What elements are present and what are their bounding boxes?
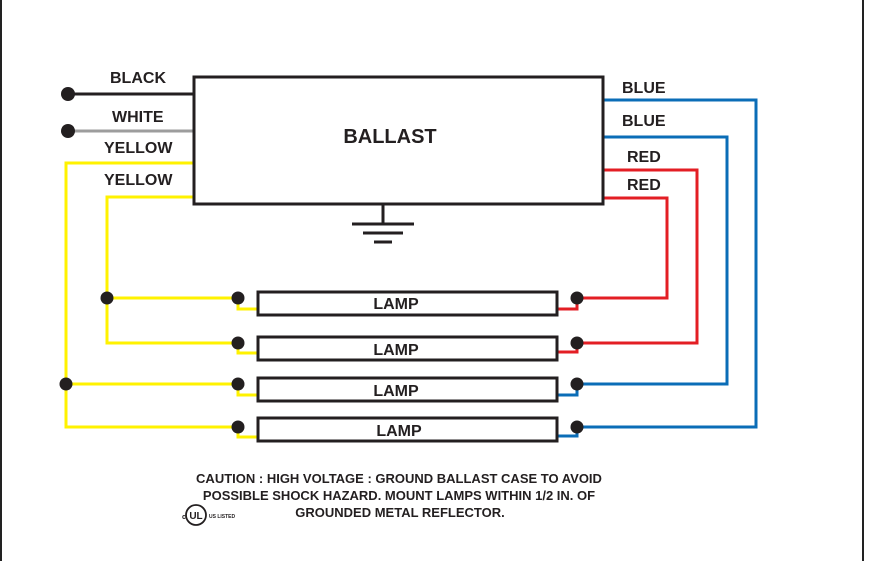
red-wire-1 — [557, 168, 699, 354]
ground-icon — [352, 204, 414, 244]
junction-dot-yellow-outer — [59, 377, 73, 391]
blue-wire-2 — [557, 135, 729, 397]
lamp-4: LAMP — [256, 416, 559, 443]
lamp-2-right-dot — [570, 336, 584, 350]
wire-label-white: WHITE — [112, 109, 164, 126]
lamp-label-3: LAMP — [373, 383, 419, 400]
lamp-3-left-dot — [231, 377, 245, 391]
terminal-dot-black — [61, 87, 75, 101]
red-wires — [557, 168, 699, 354]
yellow-wire-outer — [64, 161, 258, 439]
ul-c-mark: c — [182, 514, 186, 521]
lamp-label-1: LAMP — [373, 296, 419, 313]
caution-line-3: GROUNDED METAL REFLECTOR. — [295, 505, 504, 520]
blue-wires — [557, 98, 758, 438]
ballast-box — [192, 75, 605, 206]
connection-dots — [59, 87, 584, 434]
lamp-1: LAMP — [256, 290, 559, 317]
lamp-1-left-dot — [231, 291, 245, 305]
caution-line-1: CAUTION : HIGH VOLTAGE : GROUND BALLAST … — [196, 471, 602, 486]
lamp-tube-2 — [256, 335, 559, 362]
wire-label-red-2: RED — [627, 177, 661, 194]
red-wire-2 — [557, 196, 669, 311]
wire-label-blue-2: BLUE — [622, 113, 666, 130]
ul-circle — [185, 504, 207, 526]
lamp-3: LAMP — [256, 376, 559, 403]
ul-listed-logo: c UL US LISTED — [182, 504, 236, 526]
wire-label-blue-1: BLUE — [622, 80, 666, 97]
lamp-tube-4 — [256, 416, 559, 443]
ul-letters: UL — [189, 511, 202, 522]
lamp-2-left-dot — [231, 336, 245, 350]
blue-wire-1 — [557, 98, 758, 438]
junction-dot-yellow-inner — [100, 291, 114, 305]
lamp-tube-1 — [256, 290, 559, 317]
yellow-wire-lamp3 — [66, 382, 258, 397]
lamp-2: LAMP — [256, 335, 559, 362]
wire-label-red-1: RED — [627, 149, 661, 166]
yellow-wire-inner — [105, 195, 258, 355]
terminal-dot-white — [61, 124, 75, 138]
lamp-3-right-dot — [570, 377, 584, 391]
lamp-4-left-dot — [231, 420, 245, 434]
lamp-label-4: LAMP — [376, 423, 422, 440]
ballast-label: BALLAST — [343, 126, 436, 148]
lamp-tube-3 — [256, 376, 559, 403]
caution-line-2: POSSIBLE SHOCK HAZARD. MOUNT LAMPS WITHI… — [203, 488, 595, 503]
ul-us-listed: US LISTED — [209, 514, 236, 520]
lamp-label-2: LAMP — [373, 342, 419, 359]
wire-label-yellow-1: YELLOW — [104, 140, 173, 157]
wire-label-black: BLACK — [110, 70, 166, 87]
lamp-4-right-dot — [570, 420, 584, 434]
wire-label-yellow-2: YELLOW — [104, 172, 173, 189]
lamp-1-right-dot — [570, 291, 584, 305]
